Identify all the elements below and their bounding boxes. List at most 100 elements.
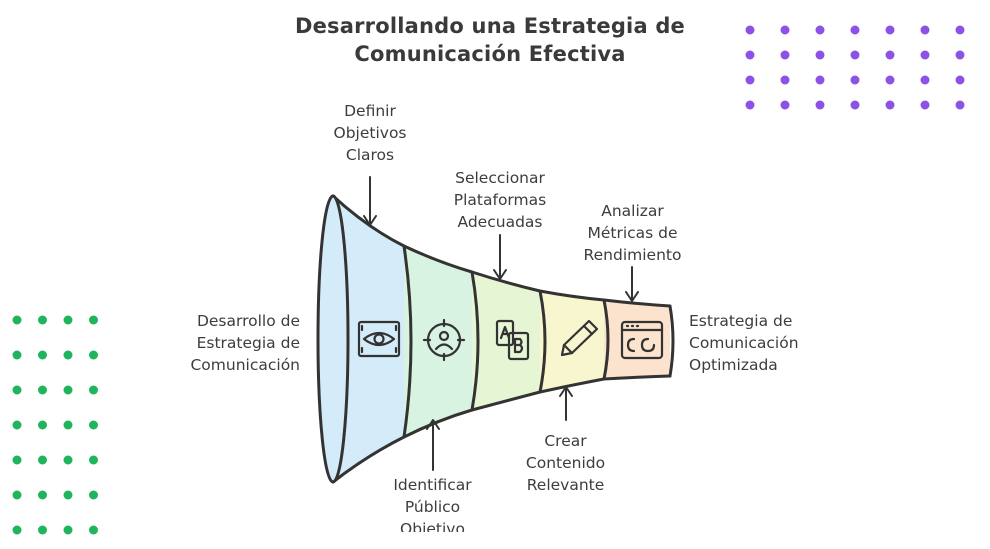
stage-label-line: Rendimiento (583, 246, 682, 264)
decorative-dot (63, 315, 73, 325)
decorative-dot (920, 25, 930, 35)
decorative-dot (89, 420, 98, 430)
decorative-dot (850, 75, 860, 85)
browser-window-icon (620, 320, 664, 360)
stage-label-line: Definir (344, 102, 396, 120)
decorative-dot (745, 50, 755, 60)
decorative-dot (850, 50, 860, 60)
decorative-dot (89, 385, 98, 395)
decorative-dot (38, 525, 47, 535)
stage-label-1: Definir Objetivos Claros (305, 100, 435, 166)
output-label-line: Estrategia de (689, 312, 793, 330)
arrow-stage-4 (559, 386, 573, 421)
decorative-dot (745, 100, 755, 110)
decorative-dot (38, 350, 47, 360)
decorative-dot (955, 50, 965, 60)
arrow-stage-1 (363, 176, 377, 226)
decorative-dot (780, 100, 790, 110)
decorative-dot (780, 75, 790, 85)
decorative-dot (885, 50, 895, 60)
decorative-dot (38, 315, 47, 325)
output-label: Estrategia de Comunicación Optimizada (689, 310, 799, 376)
stage-label-line: Seleccionar (455, 169, 545, 187)
decorative-dot (63, 525, 73, 535)
decorative-dot (920, 75, 930, 85)
decorative-dot (12, 315, 22, 325)
funnel-mouth (316, 194, 350, 484)
funnel-end (668, 304, 675, 378)
stage-label-line: Contenido (525, 454, 606, 472)
funnel-top-edge (331, 194, 672, 308)
decorative-dot (38, 420, 47, 430)
funnel-segment-3 (472, 272, 540, 410)
decorative-dot (12, 385, 22, 395)
decorative-dot (63, 385, 73, 395)
title-line-2: Comunicación Efectiva (354, 42, 626, 66)
decorative-dot (89, 525, 98, 535)
pencil-icon (560, 319, 599, 357)
funnel-bottom-edge (331, 374, 672, 484)
decorative-dot (12, 525, 22, 535)
decorative-dot (815, 25, 825, 35)
decorative-dot (38, 490, 47, 500)
diagram-title: Desarrollando una Estrategia de Comunica… (240, 12, 740, 68)
stage-label-line: Plataformas (453, 191, 547, 209)
segment-divider-1 (402, 244, 413, 439)
decorative-dot (63, 490, 73, 500)
decorative-dot (63, 420, 73, 430)
decorative-dot (885, 75, 895, 85)
green-dot-grid (12, 315, 98, 535)
eye-icon (357, 320, 401, 358)
decorative-dot (850, 25, 860, 35)
decorative-dot (745, 25, 755, 35)
arrow-stage-3 (493, 234, 507, 280)
decorative-dot (920, 50, 930, 60)
decorative-dot (920, 100, 930, 110)
funnel-segment-4 (540, 291, 604, 392)
segment-divider-4 (602, 298, 610, 381)
output-label-line: Comunicación (689, 334, 799, 352)
decorative-dot (89, 455, 98, 465)
decorative-dot (63, 455, 73, 465)
input-label-line: Comunicación (190, 356, 300, 374)
decorative-dot (815, 100, 825, 110)
decorative-dot (955, 25, 965, 35)
stage-label-line: Analizar (601, 202, 664, 220)
stage-label-line: Relevante (526, 476, 605, 494)
decorative-dot (38, 455, 47, 465)
stage-label-line: Objetivos (333, 124, 407, 142)
stage-label-3: Seleccionar Plataformas Adecuadas (425, 167, 575, 233)
input-label-line: Estrategia de (196, 334, 300, 352)
purple-dot-grid (745, 25, 965, 110)
stage-label-line: Métricas de (587, 224, 678, 242)
decorative-dot (955, 100, 965, 110)
decorative-dot (12, 455, 22, 465)
decorative-dot (885, 100, 895, 110)
decorative-dot (955, 75, 965, 85)
output-label-line: Optimizada (689, 356, 778, 374)
decorative-dot (89, 490, 98, 500)
stage-label-5: Analizar Métricas de Rendimiento (560, 200, 705, 266)
stage-label-line: Público (404, 498, 461, 516)
target-person-icon (422, 318, 466, 362)
arrow-stage-2 (426, 419, 440, 471)
decorative-dot (12, 350, 22, 360)
decorative-dot (89, 315, 98, 325)
funnel-segment-1 (333, 196, 404, 482)
decorative-dot (745, 75, 755, 85)
segment-divider-3 (538, 289, 547, 394)
decorative-dot (89, 350, 98, 360)
decorative-dot (63, 350, 73, 360)
arrow-stage-5 (625, 266, 639, 302)
decorative-dot (850, 100, 860, 110)
stage-label-2: Identificar Público Objetivo (355, 474, 510, 532)
decorative-dot (780, 25, 790, 35)
ab-devices-icon (495, 319, 530, 361)
decorative-dot (12, 490, 22, 500)
stage-label-4: Crear Contenido Relevante (493, 430, 638, 496)
input-label: Desarrollo de Estrategia de Comunicación (190, 310, 300, 376)
decorative-dot (780, 50, 790, 60)
decorative-dot (12, 420, 22, 430)
